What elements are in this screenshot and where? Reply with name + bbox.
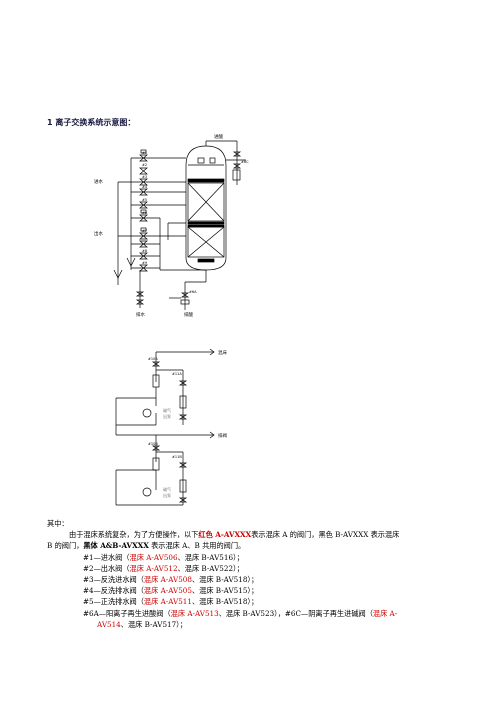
- valve-label: #6: [142, 211, 147, 215]
- text-span: #2—出水阀（: [83, 563, 130, 573]
- text-item-4: #4—反洗排水阀（混床 A-AV505、混床 B-AV515）；: [47, 585, 467, 596]
- label-to-acid: 混床: [218, 349, 227, 356]
- text-item-1: #1—进水阀（混床 A-AV506、混床 B-AV516）；: [47, 552, 467, 563]
- text-span-red: 混床 A-AV513: [170, 608, 219, 618]
- text-paragraph-1: 由于混床系统复杂，为了方便操作，以下红色 A-AVXXX表示混床 A 的阀门，黑…: [47, 529, 467, 540]
- text-span: 、混床 B-AV517）；: [120, 619, 187, 629]
- text-span: B 的阀门，: [47, 541, 84, 551]
- text-span-red: AV514: [97, 619, 121, 629]
- section-heading: 1 离子交换系统示意图：: [47, 118, 136, 127]
- label-11a: #11A: [172, 372, 182, 376]
- label-11b: #11B: [172, 455, 182, 459]
- valve-label: #7: [142, 229, 147, 233]
- valve-label: #9: [142, 261, 147, 265]
- text-span-red: 混床 A-AV505: [143, 586, 192, 596]
- ion-exchange-diagram: 进酸 #6C 进水 出水 排水 排酸 #6A #1 #2 #3 #4 #5 #6…: [94, 133, 249, 506]
- text-paragraph-2: B 的阀门，黑体 A&B-AVXXX 表示混床 A、B 共用的阀门。: [47, 540, 467, 551]
- valve-number-labels: #1 #2 #3 #4 #5 #6 #7 #8 #9: [142, 151, 148, 265]
- text-span: 表示混床 A 的阀门，黑色 B-AVXXX 表示混床: [251, 530, 400, 540]
- diagram-1: [113, 140, 246, 310]
- vessel-body: [185, 145, 227, 271]
- label-10b: #10B: [148, 442, 158, 446]
- label-air2-a: 碱气: [163, 486, 171, 492]
- label-valve-6a: #6A: [189, 290, 197, 294]
- text-span: 、混床 B-AV516）；: [177, 552, 244, 562]
- valve-symbols: [139, 149, 148, 272]
- valve-label: #3: [142, 175, 147, 179]
- text-span-red: 混床 A-: [372, 608, 398, 618]
- label-bottom-left: 排水: [136, 311, 145, 318]
- resin-layer-top: [187, 182, 225, 222]
- text-span: #6A—阳离子再生进酸阀（: [83, 608, 171, 618]
- text-intro: 其中：: [47, 519, 69, 528]
- text-span-bold: 黑体 A&B-AVXXX: [83, 541, 149, 551]
- valve-label: #8: [142, 249, 147, 253]
- text-span-red: 混床 A-AV506: [129, 552, 178, 562]
- text-span: #3—反洗进水阀（: [83, 575, 144, 585]
- label-10a: #10A: [148, 357, 158, 361]
- text-span-red: 红色 A-AVXXX: [198, 530, 252, 540]
- valve-label: #4: [142, 185, 148, 189]
- label-drain: 排阀: [218, 432, 227, 439]
- valve-label: #1: [142, 151, 147, 155]
- text-span: 、混床 B-AV518）；: [191, 575, 259, 585]
- label-air2-b: 出泵: [163, 492, 171, 498]
- text-item-5: #5—正洗排水阀（混床 A-AV511、混床 B-AV518）；: [47, 596, 467, 607]
- label-left-in: 进水: [94, 178, 103, 185]
- description-text: 其中： 由于混床系统复杂，为了方便操作，以下红色 A-AVXXX表示混床 A 的…: [47, 518, 467, 630]
- label-air1-b: 出泵: [163, 413, 171, 419]
- text-span: 由于混床系统复杂，为了方便操作，以下: [69, 530, 199, 540]
- valve-label: #2: [142, 163, 147, 167]
- text-span: 表示混床 A、B 共用的阀门。: [148, 541, 246, 551]
- text-span-red: 混床 A-AV508: [143, 575, 192, 585]
- text-item-2: #2—出水阀（混床 A-AV512、混床 B-AV522）；: [47, 563, 467, 574]
- text-span: 、混床 B-AV523），#6C—阴离子再生进碱阀（: [218, 608, 373, 618]
- text-span-red: 混床 A-AV511: [143, 597, 192, 607]
- text-item-6: #6A—阳离子再生进酸阀（混床 A-AV513、混床 B-AV523），#6C—…: [47, 608, 467, 619]
- valve-label: #5: [142, 198, 147, 202]
- text-span: 、混床 B-AV518）；: [191, 597, 259, 607]
- text-span-red: 混床 A-AV512: [129, 563, 178, 573]
- label-air1-a: 碱气: [163, 407, 171, 413]
- label-bottom-right: 排酸: [184, 311, 193, 318]
- text-span: #5—正洗排水阀（: [83, 597, 144, 607]
- text-span: #4—反洗排水阀（: [83, 586, 144, 596]
- diagram-2: [115, 348, 215, 506]
- text-span: 、混床 B-AV515）；: [191, 586, 259, 596]
- text-span: 、混床 B-AV522）；: [177, 563, 244, 573]
- label-left-mid: 出水: [94, 230, 103, 237]
- text-item-3: #3—反洗进水阀（混床 A-AV508、混床 B-AV518）；: [47, 574, 467, 585]
- label-top-right: 进酸: [214, 133, 223, 140]
- text-span: #1—进水阀（: [83, 552, 130, 562]
- text-item-6-cont: AV514、混床 B-AV517）；: [47, 619, 467, 630]
- label-valve-6c: #6C: [241, 160, 249, 164]
